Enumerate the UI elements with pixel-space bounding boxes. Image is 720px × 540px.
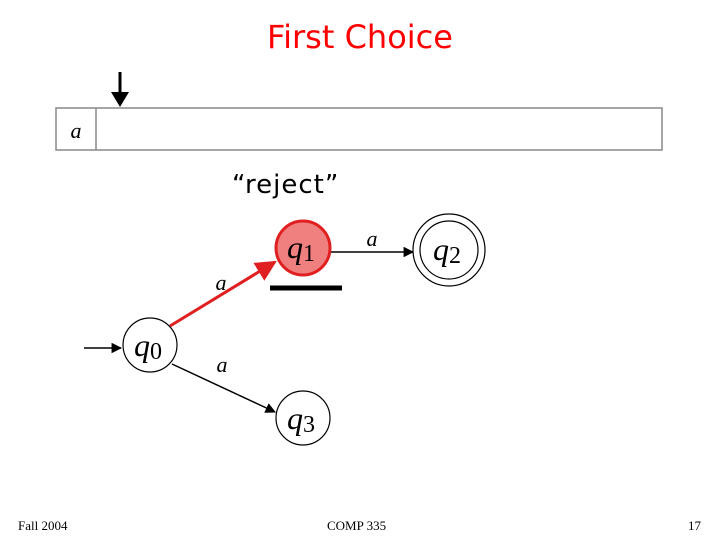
state-q2: q2 <box>412 213 486 287</box>
slide-title: First Choice <box>267 18 453 56</box>
footer-date: Fall 2004 <box>18 518 68 533</box>
state-q0-label: q0 <box>134 327 162 365</box>
transition-label-q1-q2: a <box>367 226 378 251</box>
tape-body <box>55 107 663 151</box>
state-q2-label: q2 <box>433 231 461 269</box>
transition-q0-q1 <box>169 260 277 328</box>
state-q3-label: q3 <box>287 400 315 438</box>
state-q3: q3 <box>275 390 331 446</box>
transition-label-q0-q1: a <box>216 270 227 295</box>
state-q1: q1 <box>274 219 332 277</box>
transition-q0-q3 <box>171 363 276 413</box>
tape-cell-symbol: a <box>71 118 82 143</box>
input-tape: a <box>55 107 663 151</box>
state-q0: q0 <box>122 317 178 373</box>
transition-label-q0-q3: a <box>217 352 228 377</box>
status-label: “reject” <box>232 170 340 200</box>
tape-head-arrow <box>111 72 129 107</box>
footer-page-number: 17 <box>688 518 701 533</box>
state-q1-label: q1 <box>287 229 315 267</box>
footer-course: COMP 335 <box>327 518 387 533</box>
